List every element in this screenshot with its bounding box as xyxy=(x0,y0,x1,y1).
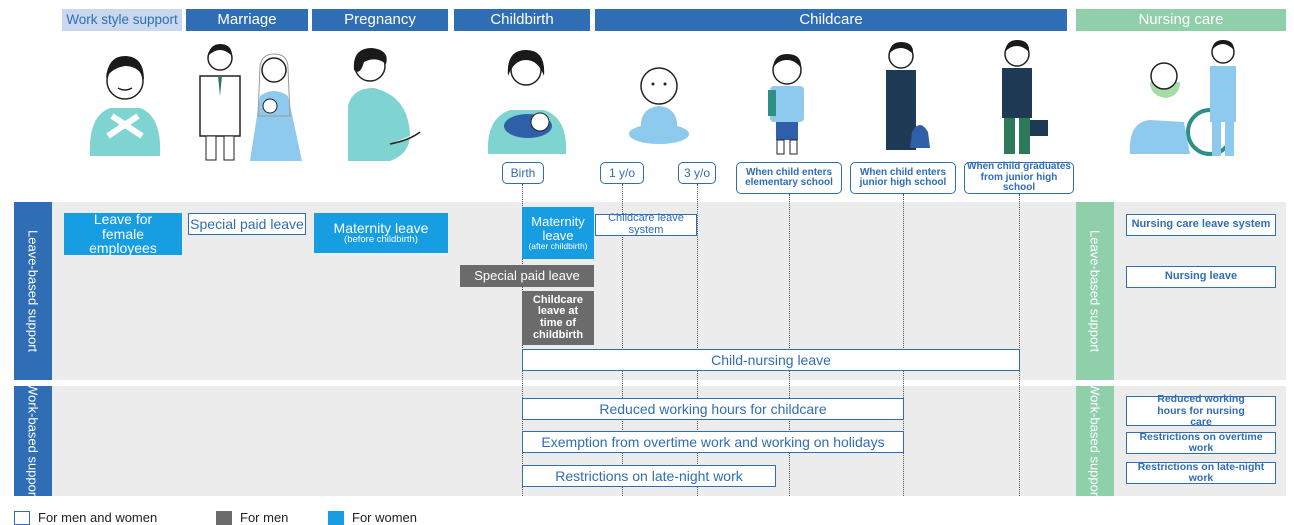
maternity-leave-after-label: Maternity leave xyxy=(531,213,585,243)
exemption-from-overtime-and-holidays: Exemption from overtime work and working… xyxy=(522,431,904,453)
work-based-support-label: Work-based support xyxy=(14,383,52,499)
legend-men: For men xyxy=(216,510,288,525)
timeline-line-graduate xyxy=(1019,194,1020,496)
maternity-leave-after-childbirth: Maternity leave (after childbirth) xyxy=(522,207,594,259)
leave-for-female-employees: Leave for female employees xyxy=(64,212,182,256)
maternity-leave-after-sub: (after childbirth) xyxy=(528,241,588,252)
nursing-work-based-support-label: Work-based support xyxy=(1076,383,1114,499)
legend-blue-swatch xyxy=(328,510,344,525)
reduced-working-hours-childcare: Reduced working hours for childcare xyxy=(522,398,904,420)
stage-childbirth: Childbirth xyxy=(454,9,590,31)
elementary-school-child-icon xyxy=(768,54,804,155)
legend-men-and-women: For men and women xyxy=(14,510,157,525)
legend-outline-swatch xyxy=(14,510,30,525)
marker-junior-high-school: When child enters junior high school xyxy=(850,162,956,194)
timeline-line-junior-high xyxy=(903,194,904,496)
maternity-leave-before-childbirth: Maternity leave (before childbirth) xyxy=(314,213,448,253)
timeline-line-3yo xyxy=(697,184,698,496)
maternity-leave-before-label: Maternity leave xyxy=(333,219,429,236)
legend-men-label: For men xyxy=(240,510,289,525)
stage-work-style-support: Work style support xyxy=(62,9,182,31)
special-paid-leave-marriage: Special paid leave xyxy=(188,213,306,235)
nursing-leave-based-support-label: Leave-based support xyxy=(1076,202,1114,380)
legend-women: For women xyxy=(328,510,417,525)
restrictions-overtime-work: Restrictions on overtime work xyxy=(1126,431,1276,454)
stage-pregnancy: Pregnancy xyxy=(312,9,448,31)
stage-childcare: Childcare xyxy=(595,9,1067,31)
woman-with-hands-crossed-icon xyxy=(89,56,161,156)
special-paid-leave-men: Special paid leave xyxy=(460,265,594,287)
pregnant-woman-icon xyxy=(348,48,421,161)
nursing-care-leave-system: Nursing care leave system xyxy=(1126,214,1276,236)
timeline-line-1yo xyxy=(622,184,623,496)
timeline-line-elementary xyxy=(789,194,790,496)
restrictions-late-night-work-nursing: Restrictions on late-night work xyxy=(1126,461,1276,484)
maternity-leave-before-sub: (before childbirth) xyxy=(344,234,418,246)
marker-graduates-junior-high: When child graduates from junior high sc… xyxy=(964,162,1074,194)
nursing-leave: Nursing leave xyxy=(1126,266,1276,288)
marker-3-years-old: 3 y/o xyxy=(678,162,716,184)
legend-men-and-women-label: For men and women xyxy=(38,510,158,525)
childcare-leave-at-time-of-childbirth: Childcare leave at time of childbirth xyxy=(522,291,594,345)
seated-baby-icon xyxy=(629,67,689,144)
child-nursing-leave: Child-nursing leave xyxy=(522,349,1020,371)
legend-women-label: For women xyxy=(352,510,418,525)
stage-marriage: Marriage xyxy=(186,9,308,31)
bride-and-groom-icon xyxy=(199,44,302,161)
marker-1-year-old: 1 y/o xyxy=(600,162,644,184)
marker-elementary-school: When child enters elementary school xyxy=(736,162,842,194)
leave-based-support-label: Leave-based support xyxy=(14,202,52,380)
mother-holding-baby-icon xyxy=(487,50,567,154)
high-school-student-with-bag-icon xyxy=(1002,40,1048,154)
restrictions-late-night-work: Restrictions on late-night work xyxy=(522,465,776,487)
junior-high-student-icon xyxy=(886,42,930,150)
childcare-leave-system: Childcare leave system xyxy=(595,213,697,236)
marker-birth: Birth xyxy=(502,162,544,184)
stage-nursing-care: Nursing care xyxy=(1076,9,1286,31)
reduced-working-hours-nursing-care: Reduced working hours for nursing care xyxy=(1126,394,1276,427)
caregiver-and-elder-in-wheelchair-icon xyxy=(1129,40,1236,156)
legend-gray-swatch xyxy=(216,510,232,525)
